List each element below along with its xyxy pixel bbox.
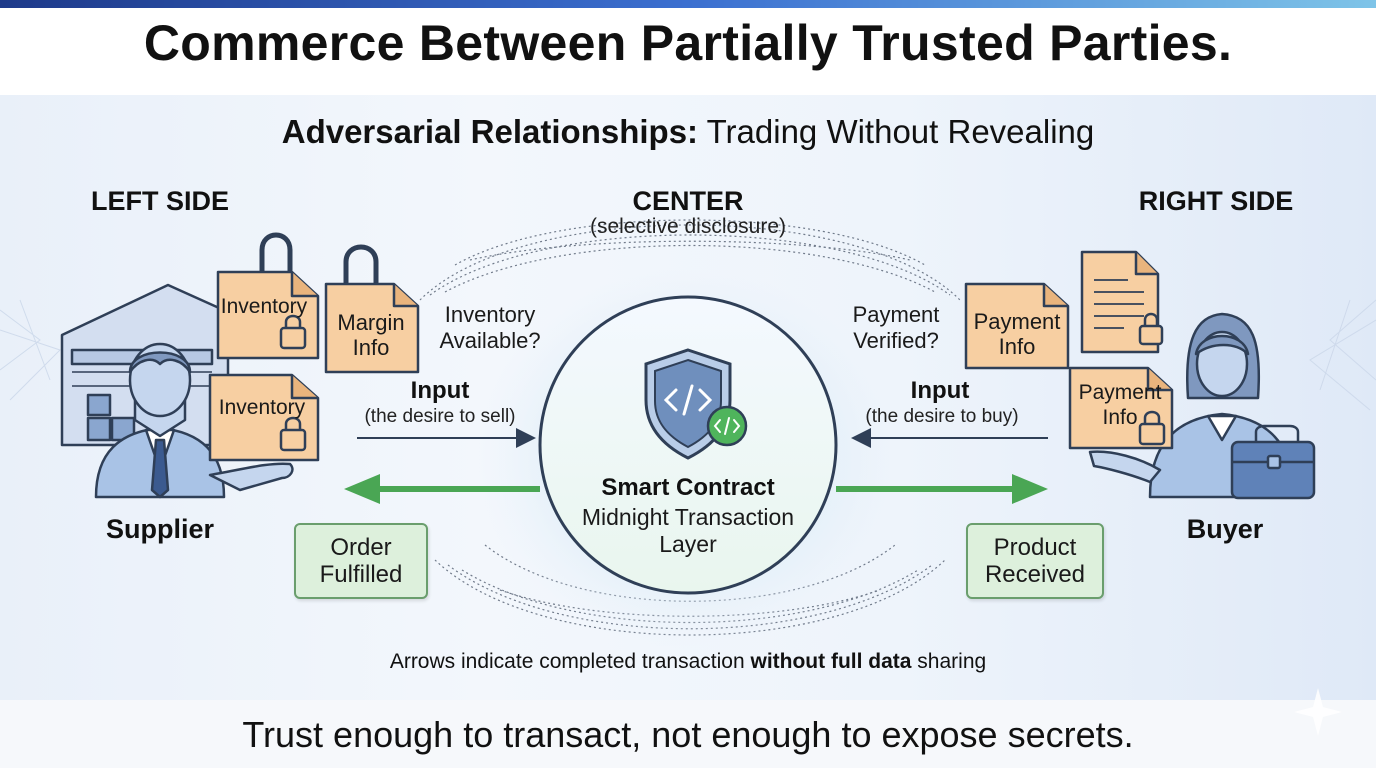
inventory-document-bottom xyxy=(208,373,320,462)
footer-tagline: Trust enough to transact, not enough to … xyxy=(242,714,1134,755)
document-lines-icon xyxy=(1080,250,1164,354)
payment-document-bottom xyxy=(1068,366,1174,450)
green-arrow-left xyxy=(344,474,540,504)
inventory-label-top: Inventory xyxy=(220,295,308,318)
smart-contract-title: Smart Contract xyxy=(601,474,775,501)
top-accent-bar xyxy=(0,0,1376,8)
payment-document-top xyxy=(964,282,1070,370)
center-subheader: (selective disclosure) xyxy=(589,215,787,238)
right-input-title: Input xyxy=(910,377,970,404)
page-title: Commerce Between Partially Trusted Parti… xyxy=(143,15,1233,71)
footer-band xyxy=(0,700,1376,768)
note-text: Arrows indicate completed transaction xyxy=(389,650,751,673)
inventory-available-question: Inventory Available? xyxy=(439,302,541,353)
note-tail: sharing xyxy=(911,650,987,673)
sparkle-icon xyxy=(1294,688,1342,736)
subtitle-bold: Adversarial Relationships: xyxy=(281,113,699,150)
inventory-document-top xyxy=(216,232,320,360)
network-lines-right xyxy=(1309,299,1376,411)
product-received-box: Product Received xyxy=(966,523,1104,599)
note-bold: without full data xyxy=(750,650,912,673)
payment-info-label-top: Payment Info xyxy=(973,309,1061,359)
margin-info-label: Margin Info xyxy=(337,310,405,360)
margin-info-document xyxy=(324,244,420,374)
left-input-sub: (the desire to sell) xyxy=(364,406,516,427)
order-fulfilled-box: Order Fulfilled xyxy=(294,523,428,599)
payment-info-label-bottom: Payment Info xyxy=(1078,381,1162,429)
right-input-sub: (the desire to buy) xyxy=(865,406,1019,427)
left-side-header: LEFT SIDE xyxy=(90,186,229,216)
network-lines-left xyxy=(0,299,61,401)
payment-verified-question: Payment Verified? xyxy=(852,302,940,353)
supplier-label: Supplier xyxy=(105,514,214,544)
subtitle: Adversarial Relationships: Trading Witho… xyxy=(0,113,1376,151)
arrows-note: Arrows indicate completed transaction wi… xyxy=(0,650,1376,674)
buyer-label: Buyer xyxy=(1186,514,1264,544)
left-input-title: Input xyxy=(410,377,470,404)
briefcase-icon xyxy=(1230,424,1316,500)
inventory-label-bottom: Inventory xyxy=(218,396,306,419)
smart-contract-sub: Midnight Transaction Layer xyxy=(581,504,795,557)
center-header: CENTER xyxy=(632,186,744,216)
green-arrow-right xyxy=(836,474,1048,504)
right-side-header: RIGHT SIDE xyxy=(1138,186,1294,216)
supplier-person-icon xyxy=(94,342,294,499)
shield-code-icon xyxy=(644,348,748,460)
subtitle-rest: Trading Without Revealing xyxy=(698,113,1095,150)
